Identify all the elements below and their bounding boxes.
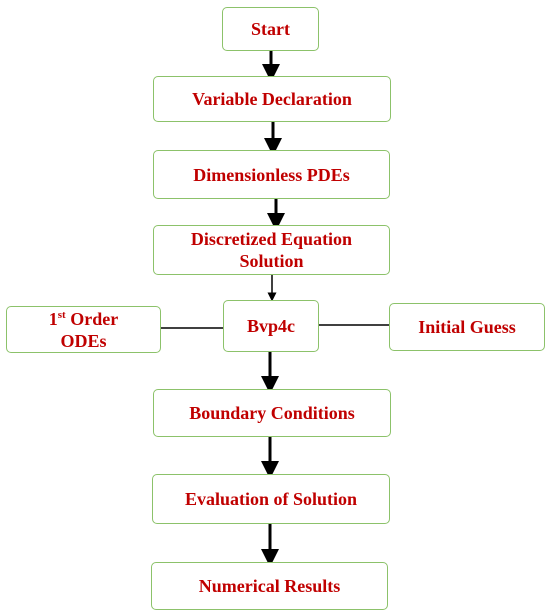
first-order-number: 1 (48, 308, 58, 329)
node-initial-guess: Initial Guess (389, 303, 545, 351)
node-dimensionless-pdes: Dimensionless PDEs (153, 150, 390, 199)
node-evaluation-of-solution: Evaluation of Solution (152, 474, 390, 524)
node-start: Start (222, 7, 319, 51)
node-variable-declaration-label: Variable Declaration (192, 89, 352, 109)
node-boundary-conditions: Boundary Conditions (153, 389, 391, 437)
node-first-order-odes: 1st Order ODEs (6, 306, 161, 353)
node-start-label: Start (251, 19, 290, 39)
node-dimensionless-pdes-label: Dimensionless PDEs (193, 164, 350, 185)
node-boundary-conditions-label: Boundary Conditions (189, 403, 355, 423)
node-numerical-results: Numerical Results (151, 562, 388, 610)
first-order-rest: Order ODEs (60, 308, 119, 351)
node-discretized-label: Discretized Equation Solution (190, 229, 353, 271)
node-variable-declaration: Variable Declaration (153, 76, 391, 122)
node-bvp4c-label: Bvp4c (246, 316, 295, 336)
node-numerical-results-label: Numerical Results (198, 576, 341, 596)
node-bvp4c: Bvp4c (223, 300, 319, 352)
node-first-order-label: 1st Order ODEs (49, 308, 118, 352)
node-initial-guess-label: Initial Guess (418, 317, 516, 337)
node-discretized-equation-solution: Discretized Equation Solution (153, 225, 390, 275)
first-order-superscript: st (57, 308, 66, 321)
node-evaluation-label: Evaluation of Solution (184, 489, 358, 509)
